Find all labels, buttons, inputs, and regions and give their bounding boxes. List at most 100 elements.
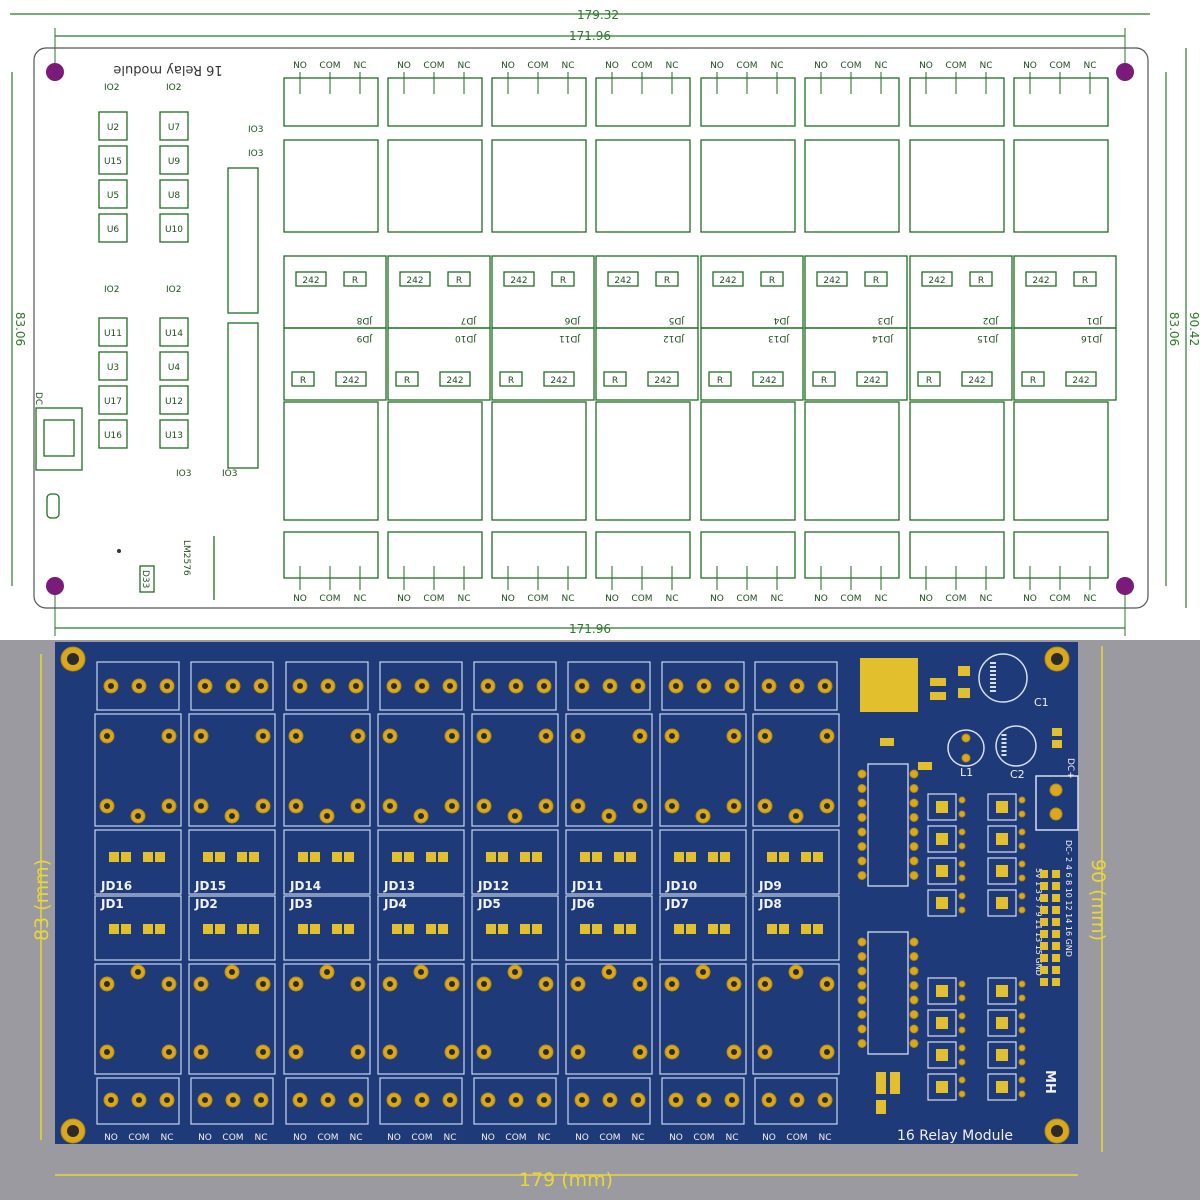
- pcb-relay: [565, 713, 653, 827]
- resistor-mark: R: [664, 276, 670, 286]
- relay: [283, 139, 379, 233]
- terminal-label: NO: [605, 594, 619, 604]
- pcb-relay-label: JD4: [383, 897, 407, 911]
- terminal-label: NC: [770, 594, 783, 604]
- terminal-block: [491, 531, 587, 579]
- pcb-driver-cell: [283, 829, 371, 895]
- header-pin: [1052, 894, 1060, 902]
- resistor: [603, 371, 627, 387]
- relay: [804, 139, 900, 233]
- pcb-relay-label: JD8: [758, 897, 782, 911]
- resistor: [760, 271, 784, 287]
- resistor-code: 242: [968, 376, 985, 386]
- pcb-relay: [188, 963, 276, 1075]
- header-pin: [1052, 942, 1060, 950]
- resistor: [856, 371, 888, 387]
- optocoupler-label: U17: [104, 397, 122, 407]
- resistor: [812, 371, 836, 387]
- terminal-block: [283, 531, 379, 579]
- resistor: [399, 271, 431, 287]
- optocoupler: [159, 419, 189, 449]
- pcb-terminal-label: NO: [198, 1133, 212, 1143]
- relay: [595, 139, 691, 233]
- pcb-driver-cell: [188, 829, 276, 895]
- pcb-terminal-label: NO: [762, 1133, 776, 1143]
- brand-label: MH: [1042, 1070, 1057, 1094]
- inductor-label: L1: [960, 766, 973, 779]
- pin-labels-bottom: 5V 1 3 5 7 9 11 13 15 GND: [1034, 868, 1043, 976]
- driver-cell: [1013, 327, 1117, 401]
- pcb-terminal-label: COM: [693, 1133, 714, 1143]
- pcb-terminal-block: [473, 1077, 557, 1125]
- relay-label: JD16: [1081, 333, 1103, 343]
- resistor-mark: R: [508, 376, 514, 386]
- resistor: [969, 271, 993, 287]
- pcb-driver-cell: [94, 895, 182, 961]
- resistor-mark: R: [1030, 376, 1036, 386]
- relay-label: JD8: [356, 315, 373, 325]
- pcb-optocoupler: [927, 889, 957, 917]
- pcb-terminal-block: [661, 661, 745, 711]
- opto-pads: [927, 793, 1060, 1101]
- pcb-relay-label: JD1: [100, 897, 124, 911]
- optocoupler: [159, 145, 189, 175]
- header-pin: [1040, 906, 1048, 914]
- board-outline: [33, 47, 1149, 609]
- smd-pad: [1052, 740, 1062, 748]
- smd-pad: [930, 678, 946, 686]
- header-pin: [1052, 930, 1060, 938]
- terminal-label: NC: [1083, 61, 1096, 71]
- terminal-label: COM: [945, 61, 966, 71]
- resistor-code: 242: [614, 276, 631, 286]
- pcb-driver-cell: [377, 829, 465, 895]
- relay: [387, 401, 483, 521]
- ic-chip-bottom: [227, 322, 259, 469]
- relay-label: JD12: [663, 333, 685, 343]
- pcb-relay: [752, 963, 840, 1075]
- resistor-code: 242: [863, 376, 880, 386]
- schematic-title: 16 Relay module: [113, 62, 222, 77]
- dim-hole-spacing-top: 171.96: [569, 29, 611, 43]
- pcb-optocoupler: [987, 1073, 1017, 1101]
- capacitor-c2-icon: [995, 725, 1037, 767]
- terminal-block: [804, 531, 900, 579]
- resistor-code: 242: [719, 276, 736, 286]
- terminal-label: NC: [979, 61, 992, 71]
- terminal-label: NO: [397, 594, 411, 604]
- ic-label: IO3: [222, 469, 237, 479]
- resistor-code: 242: [550, 376, 567, 386]
- pcb-terminal-label: NC: [254, 1133, 267, 1143]
- pcb-terminal-label: COM: [411, 1133, 432, 1143]
- schematic-drawing: 179.32 171.96 171.96 83.06 83.06 90.42 1…: [10, 8, 1200, 636]
- pcb-relay-label: JD11: [571, 879, 603, 893]
- header-pin: [1052, 882, 1060, 890]
- resistor-mark: R: [1082, 276, 1088, 286]
- terminal-label: NO: [710, 594, 724, 604]
- pcb-relay: [377, 963, 465, 1075]
- pcb-driver-cell: [565, 895, 653, 961]
- pcb-optocoupler: [927, 825, 957, 853]
- resistor-code: 242: [823, 276, 840, 286]
- relay-label: JD6: [564, 315, 581, 325]
- resistor-code: 242: [928, 276, 945, 286]
- dc-connector: [35, 407, 83, 471]
- pcb-terminal-label: NO: [575, 1133, 589, 1143]
- resistor-mark: R: [717, 376, 723, 386]
- resistor: [551, 271, 575, 287]
- terminal-label: NC: [457, 594, 470, 604]
- relay-label: JD4: [773, 315, 790, 325]
- resistor: [961, 371, 993, 387]
- pcb-terminal-block: [285, 1077, 369, 1125]
- terminal-label: COM: [945, 594, 966, 604]
- header-pin: [1052, 870, 1060, 878]
- optocoupler-label: U14: [165, 329, 183, 339]
- optocoupler: [98, 111, 128, 141]
- pcb-optocoupler: [987, 825, 1017, 853]
- terminal-label: NC: [561, 594, 574, 604]
- pcb-terminal-label: NC: [725, 1133, 738, 1143]
- pcb-terminal-label: NC: [818, 1133, 831, 1143]
- resistor: [503, 271, 535, 287]
- terminal-label: NO: [919, 61, 933, 71]
- capacitor-c1-icon: [978, 653, 1028, 703]
- dim-hole-spacing-bottom: 171.96: [569, 622, 611, 636]
